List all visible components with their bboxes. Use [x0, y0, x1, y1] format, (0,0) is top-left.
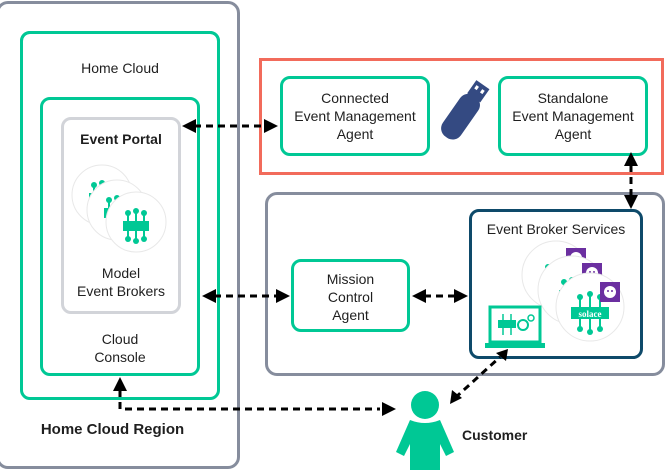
cloud-console-label: Cloud Console [94, 331, 146, 365]
event-portal [61, 117, 181, 314]
model-event-brokers-label: Model Event Brokers [77, 265, 165, 299]
event-broker-services-title: Event Broker Services [486, 221, 626, 237]
standalone-ema-label: Standalone Event Management Agent [512, 90, 634, 142]
home-cloud-label: Home Cloud [81, 60, 159, 76]
home-cloud-region-label: Home Cloud Region [40, 421, 185, 438]
connected-ema-label: Connected Event Management Agent [294, 90, 416, 142]
offline-zone [259, 58, 664, 175]
home-cloud-region [0, 1, 240, 469]
event-broker-services [469, 209, 643, 359]
person-icon [396, 391, 454, 470]
mission-control-agent-label: Mission Control Agent [326, 271, 375, 323]
standalone-ema [498, 76, 648, 156]
mission-control-agent [291, 259, 410, 332]
cloud-console [40, 97, 200, 376]
connected-ema [280, 76, 430, 156]
event-portal-title: Event Portal [80, 131, 162, 147]
customer-label: Customer [462, 427, 528, 443]
